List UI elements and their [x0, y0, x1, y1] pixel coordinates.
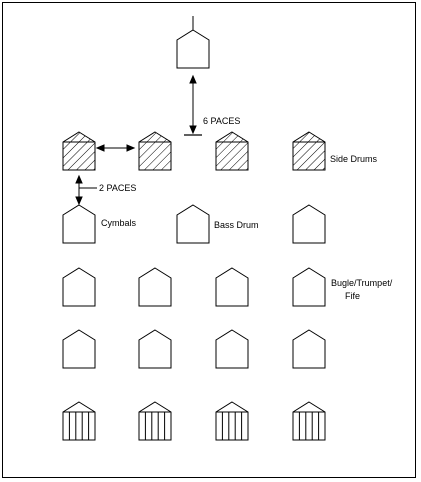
bugle-figure	[215, 267, 249, 307]
rear-rank-figure	[138, 401, 172, 441]
percussion-figure	[292, 204, 326, 244]
two-paces-horizontal-arrow	[95, 144, 136, 152]
side-drum-figure	[62, 131, 96, 171]
side-drum-figure	[138, 131, 172, 171]
rear-rank-figure	[292, 401, 326, 441]
side-drums-label: Side Drums	[330, 154, 378, 164]
rank-figure	[62, 329, 96, 369]
bugle-figure	[62, 267, 96, 307]
rank-figure	[138, 329, 172, 369]
rank-figure	[215, 329, 249, 369]
side-drum-figure	[215, 131, 249, 171]
rear-rank-figure	[215, 401, 249, 441]
rank-figure	[292, 329, 326, 369]
six-paces-label: 6 PACES	[203, 116, 240, 126]
bugle-figure	[138, 267, 172, 307]
formation-figures	[62, 16, 326, 441]
bass-drum-figure	[176, 204, 210, 244]
six-paces-arrow	[184, 74, 202, 136]
rear-rank-figure	[62, 401, 96, 441]
leader-figure	[176, 29, 210, 69]
cymbals-figure	[62, 204, 96, 244]
two-paces-label: 2 PACES	[99, 183, 136, 193]
bugle-figure	[292, 267, 326, 307]
two-paces-vertical-arrow	[75, 174, 97, 206]
side-drum-figure	[292, 131, 326, 171]
bugle-label-line2: Fife	[345, 291, 360, 301]
bass-drum-label: Bass Drum	[214, 220, 259, 230]
cymbals-label: Cymbals	[101, 218, 137, 228]
diagram-frame	[2, 2, 416, 478]
bugle-label-line1: Bugle/Trumpet/	[331, 278, 393, 288]
